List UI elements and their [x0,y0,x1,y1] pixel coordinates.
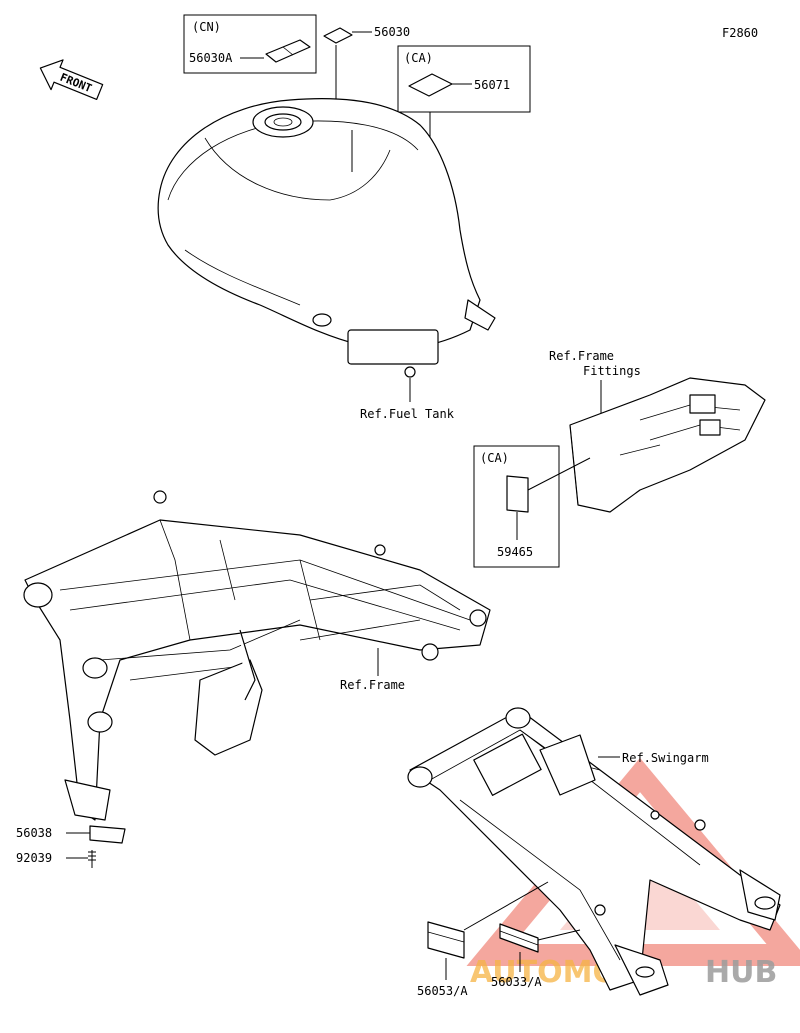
decal-56033 [499,923,539,953]
decal-59465 [506,475,529,513]
swingarm [407,707,781,996]
front-arrow: FRONT [39,59,104,101]
decal-56038 [89,825,126,844]
fastener-92039 [88,850,96,868]
frame [23,490,491,821]
fuel-tank-mount [347,329,439,365]
ca-top-label: (CA) [404,51,433,65]
ca-mid-label: (CA) [480,451,509,465]
ca-box-mid: (CA) 59465 [473,445,591,568]
fuel-tank-bracket [464,299,496,331]
swingarm-pivot-right [505,707,531,729]
frame-fittings [569,377,766,513]
part-56071-label: 56071 [474,78,510,92]
part-56033-label: 56033/A [491,975,542,989]
part-56053-label: 56053/A [417,984,468,998]
decal-56071 [408,73,453,97]
figure-code: F2860 [722,26,758,40]
ref-swingarm-label: Ref.Swingarm [622,751,709,765]
watermark-text-hub: HUB [705,955,777,990]
frame-head-pipe [23,582,53,608]
part-59465-label: 59465 [497,545,533,559]
part-56030-label: 56030 [374,25,410,39]
part-56038-label: 56038 [16,826,52,840]
cn-box: (CN) 56030A [183,14,317,74]
ref-fuel-tank-label: Ref.Fuel Tank [360,407,455,421]
part-92039-label: 92039 [16,851,52,865]
part-56030A-label: 56030A [189,51,233,65]
decal-56030 [323,27,353,44]
fuel-tank [157,98,496,378]
decal-56053 [427,921,465,959]
swingarm-pivot-left [407,766,433,788]
ref-frame-label: Ref.Frame [340,678,405,692]
cn-label: (CN) [192,20,221,34]
ref-frame-fittings-label-2: Fittings [583,364,641,378]
ref-frame-fittings-label-1: Ref.Frame [549,349,614,363]
